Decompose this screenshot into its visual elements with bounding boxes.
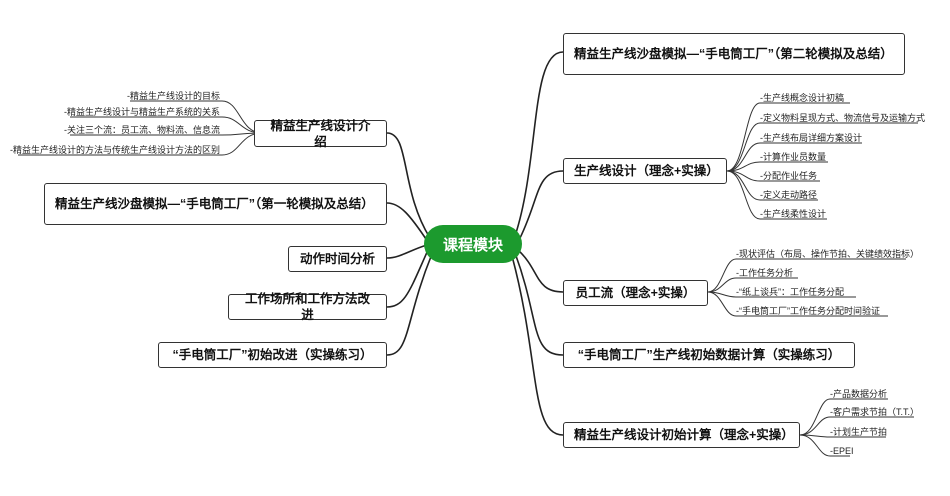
leaf-calc-4: -EPEI bbox=[830, 446, 854, 456]
link-left-4 bbox=[386, 249, 429, 308]
leaf-design-6: -定义走动路径 bbox=[760, 190, 817, 200]
leaf-intro-1: -精益生产线设计的目标 bbox=[127, 91, 220, 101]
leaf-flow-3: -“纸上谈兵”：工作任务分配 bbox=[736, 287, 844, 297]
topic-flashlight-initial-improvement[interactable]: “手电筒工厂”初始改进（实操练习） bbox=[158, 342, 387, 368]
topic-workplace-method-improvement[interactable]: 工作场所和工作方法改进 bbox=[228, 292, 387, 322]
topic-employee-flow[interactable]: 员工流（理念+实操） bbox=[563, 280, 708, 306]
topic-flashlight-data-calculation[interactable]: “手电筒工厂”生产线初始数据计算（实操练习） bbox=[563, 342, 855, 368]
leaf-flow-1: -现状评估（布局、操作节拍、关键绩效指标） bbox=[736, 249, 919, 259]
link-left-2 bbox=[386, 202, 429, 243]
link-right-2 bbox=[517, 170, 564, 243]
leaf-intro-4: -精益生产线设计的方法与传统生产线设计方法的区别 bbox=[10, 145, 220, 155]
leaf-design-5: -分配作业任务 bbox=[760, 171, 817, 181]
leaf-flow-2: -工作任务分析 bbox=[736, 268, 793, 278]
link-left-1 bbox=[386, 132, 431, 239]
topic-sandbox-round-1[interactable]: 精益生产线沙盘模拟—“手电筒工厂”（第一轮模拟及总结） bbox=[44, 183, 387, 225]
leaf-calc-1: -产品数据分析 bbox=[830, 389, 887, 399]
topic-sandbox-round-2[interactable]: 精益生产线沙盘模拟—“手电筒工厂”（第二轮模拟及总结） bbox=[563, 33, 905, 75]
link-left-5 bbox=[386, 253, 433, 356]
topic-lean-line-design-intro[interactable]: 精益生产线设计介绍 bbox=[254, 119, 387, 149]
leaf-calc-3: -计划生产节拍 bbox=[830, 427, 887, 437]
leaf-design-1: -生产线概念设计初稿 bbox=[760, 93, 844, 103]
link-right-5 bbox=[511, 255, 564, 436]
leaf-calc-2: -客户需求节拍（T.T.） bbox=[830, 407, 919, 417]
leaf-design-2: -定义物料呈现方式、物流信号及运输方式 bbox=[760, 113, 925, 123]
topic-production-line-design[interactable]: 生产线设计（理念+实操） bbox=[563, 158, 727, 184]
leaf-design-7: -生产线柔性设计 bbox=[760, 209, 826, 219]
link-right-3 bbox=[517, 249, 564, 293]
topic-motion-time-analysis[interactable]: 动作时间分析 bbox=[288, 246, 387, 272]
leaf-intro-2: -精益生产线设计与精益生产系统的关系 bbox=[64, 107, 220, 117]
leaf-design-4: -计算作业员数量 bbox=[760, 152, 826, 162]
link-left-3 bbox=[386, 244, 428, 259]
leaf-design-3: -生产线布局详细方案设计 bbox=[760, 133, 862, 143]
central-topic[interactable]: 课程模块 bbox=[424, 225, 522, 263]
leaf-intro-3: -关注三个流：员工流、物料流、信息流 bbox=[64, 125, 220, 135]
leaf-flow-4: -“手电筒工厂”工作任务分配时间验证 bbox=[736, 306, 880, 316]
link-right-1 bbox=[514, 51, 564, 237]
topic-initial-calculation[interactable]: 精益生产线设计初始计算（理念+实操） bbox=[563, 422, 800, 448]
link-right-4 bbox=[514, 252, 564, 356]
